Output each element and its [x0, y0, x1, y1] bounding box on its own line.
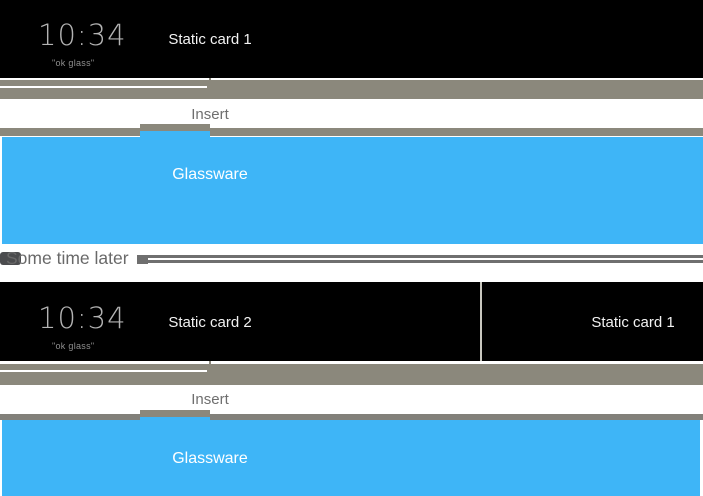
timeline-bar-bottom-2 [0, 414, 703, 420]
seam-patch-gray-1 [140, 124, 210, 131]
timeline-bar-top-1 [0, 80, 703, 99]
ok-glass-hint: "ok glass" [52, 58, 95, 68]
glassware-label-1: Glassware [172, 166, 248, 183]
static-card-2-label: Static card 2 [168, 314, 252, 331]
glassware-label-2: Glassware [172, 450, 248, 467]
divider-line-bottom [137, 260, 703, 263]
insert-arrow-label-1: Insert [191, 106, 229, 123]
clock-time-2: 10:34 [38, 301, 127, 335]
divider-line-step [137, 257, 148, 264]
timeline-strip-2: 10:34 "ok glass" Static card 2 Static ca… [0, 282, 703, 361]
seam-patch-gray-2 [140, 410, 210, 417]
insert-arrow-label-2: Insert [191, 391, 229, 408]
timeline-strip-1: 10:34 "ok glass" Static card 1 [0, 0, 703, 78]
ok-glass-hint-2: "ok glass" [52, 341, 95, 351]
bar-split-line-2 [0, 370, 207, 372]
seam-patch-blue-2 [140, 417, 210, 420]
clock-time: 10:34 [38, 18, 127, 52]
glassware-card-1: Glassware [2, 137, 703, 244]
some-time-later-label: Some time later [6, 248, 129, 268]
static-card-1-label: Static card 1 [168, 31, 252, 48]
divider-line-top [137, 255, 703, 258]
glassware-card-2: Glassware [2, 420, 700, 496]
static-card-1-label-2: Static card 1 [591, 314, 675, 331]
divider-arrow-blob [0, 252, 21, 265]
bar-split-line-1 [0, 86, 207, 88]
timeline-bar-bottom-1 [0, 128, 703, 136]
card-separator [480, 282, 482, 361]
seam-patch-blue-1 [140, 131, 210, 137]
timeline-bar-top-2 [0, 364, 703, 385]
